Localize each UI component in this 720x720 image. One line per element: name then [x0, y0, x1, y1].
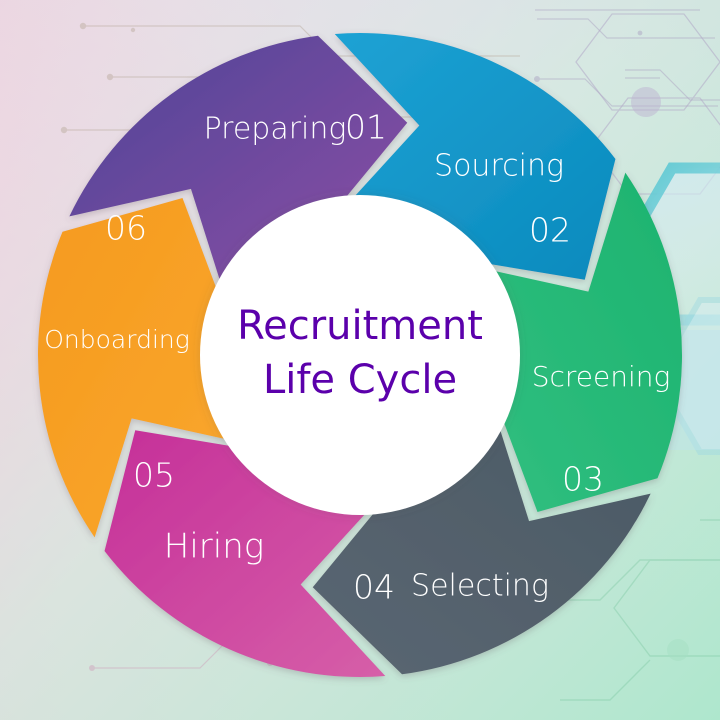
segment-label-preparing: Preparing	[204, 112, 347, 147]
segment-number-04: 04	[353, 568, 395, 607]
segment-number-05: 05	[133, 456, 175, 495]
segment-number-03: 03	[562, 460, 604, 499]
cycle-segment-selecting[interactable]	[485, 172, 683, 513]
segment-number-02: 02	[529, 211, 571, 250]
cycle-segment-screening[interactable]	[334, 33, 616, 280]
segment-label-screening: Screening	[532, 360, 671, 393]
cycle-segment-onboarding[interactable]	[104, 430, 386, 678]
segment-label-sourcing: Sourcing	[434, 149, 564, 184]
segment-label-hiring: Hiring	[164, 527, 264, 567]
center-hub	[200, 195, 520, 515]
hex-dot-top-right	[631, 87, 661, 117]
cycle-segments	[37, 33, 683, 678]
diagram-title-line2: Life Cycle	[263, 357, 457, 403]
segment-number-01: 01	[345, 108, 387, 147]
segment-label-onboarding: Onboarding	[44, 325, 190, 354]
cycle-segment-hiring[interactable]	[312, 420, 651, 675]
cycle-segment-preparing[interactable]	[37, 197, 235, 538]
cycle-segment-sourcing[interactable]	[69, 35, 408, 290]
segment-label-selecting: Selecting	[411, 569, 549, 604]
diagram-title-line1: Recruitment	[237, 303, 483, 349]
segment-number-06: 06	[105, 209, 147, 248]
